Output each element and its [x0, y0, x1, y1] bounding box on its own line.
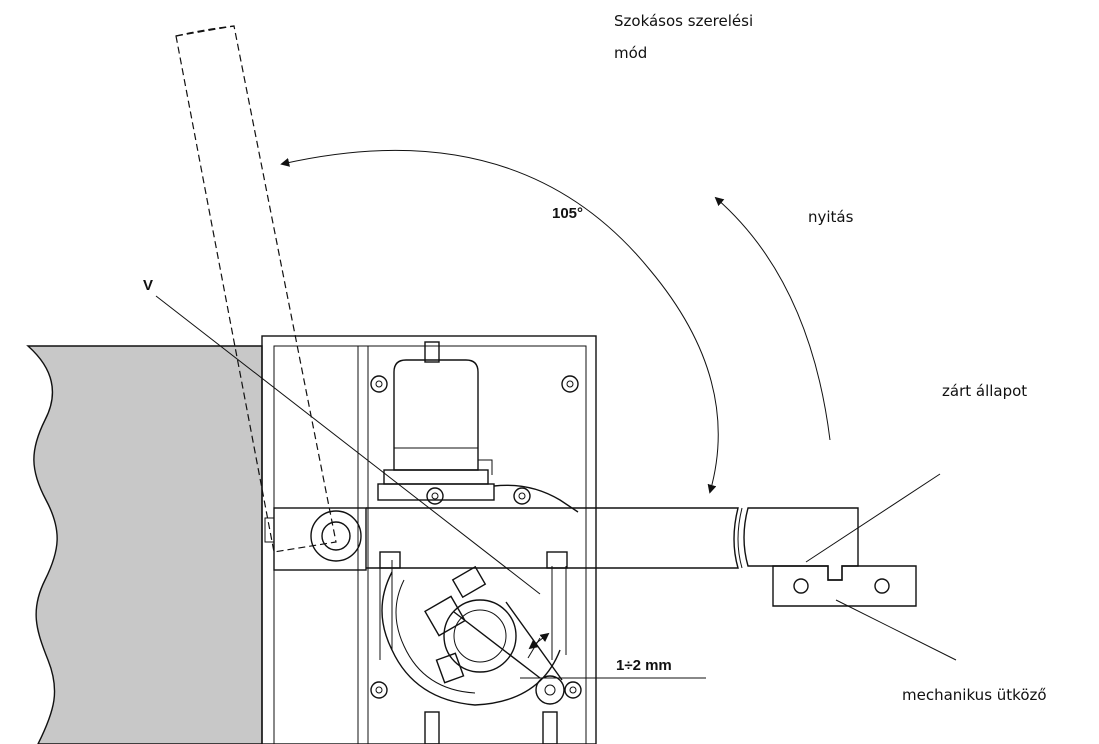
gap-dimension [520, 632, 706, 679]
motor [377, 341, 579, 513]
opening-arrow [714, 196, 831, 441]
closed-state-label: zárt állapot [942, 382, 1027, 400]
arm-open-dashed [175, 25, 337, 553]
angle-label: 105° [552, 205, 583, 222]
wall-post [26, 345, 263, 744]
arm-closed [264, 507, 859, 581]
title-line-1: Szokásos szerelési [614, 12, 753, 30]
marker-v: V [143, 277, 153, 294]
mechanical-stop-label: mechanikus ütköző [902, 686, 1047, 704]
gap-label: 1÷2 mm [616, 657, 672, 674]
mechanical-stop-plate [772, 565, 917, 607]
mounting-plate [261, 335, 597, 744]
mechanical-stop-leader [835, 599, 957, 661]
closed-state-leader [805, 473, 941, 563]
opening-label: nyitás [808, 208, 854, 226]
bolts [370, 375, 582, 699]
angle-arc [280, 149, 719, 494]
gear-mechanism [379, 551, 568, 744]
title-line-2: mód [614, 44, 647, 62]
